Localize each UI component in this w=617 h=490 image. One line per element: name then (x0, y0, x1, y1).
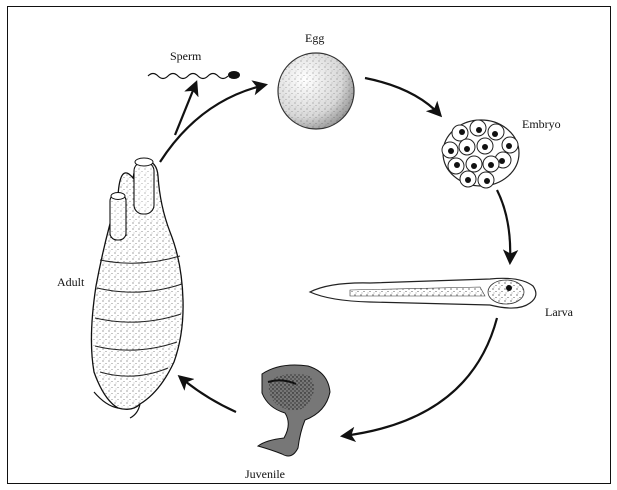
arrow-embryo-to-larva (497, 190, 510, 262)
arrow-juvenile-to-adult (180, 377, 236, 412)
sperm-illustration (148, 71, 240, 79)
label-larva: Larva (545, 306, 573, 318)
label-sperm: Sperm (170, 50, 201, 62)
label-embryo: Embryo (522, 118, 561, 130)
adult-illustration (91, 158, 183, 418)
arrow-egg-to-embryo (365, 78, 440, 115)
label-adult: Adult (57, 276, 84, 288)
arrow-adult-to-egg (160, 85, 265, 162)
label-egg: Egg (305, 32, 324, 44)
arrow-adult-to-sperm (175, 83, 196, 135)
larva-illustration (310, 278, 536, 308)
embryo-illustration (442, 120, 519, 188)
label-juvenile: Juvenile (245, 468, 285, 480)
arrow-larva-to-juvenile (343, 318, 497, 436)
egg-illustration (278, 53, 354, 129)
juvenile-illustration (258, 365, 330, 456)
